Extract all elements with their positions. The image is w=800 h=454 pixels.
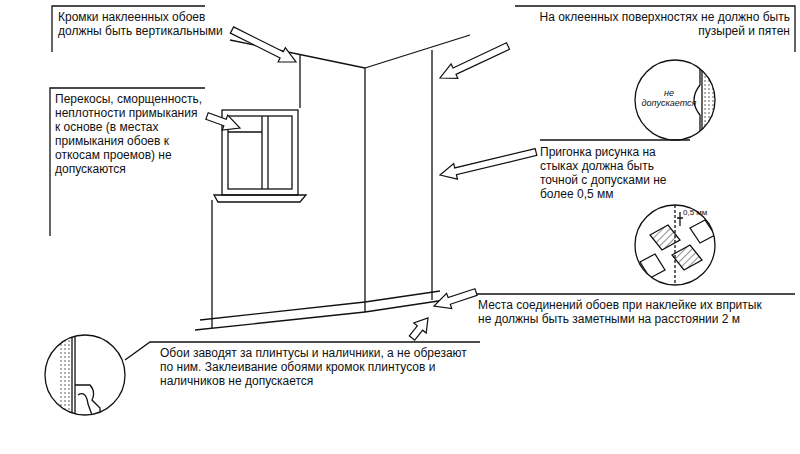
callout-note: Перекосы, сморщенность, неплотности прим…	[55, 92, 205, 176]
callout-arrow	[440, 43, 510, 79]
callout-arrow	[434, 289, 477, 309]
callout-note: Кромки наклеенных обоев должны быть верт…	[58, 10, 228, 38]
inset-label: не допускается	[641, 88, 697, 108]
callout-note: Пригонка рисунка на стыках должна быть т…	[540, 145, 672, 201]
callout-note: Обои заводят за плинтусы и наличники, а …	[160, 346, 478, 388]
dimension-label: 0,5 мм	[683, 208, 713, 217]
callout-note: Места соединений обоев при наклейке их в…	[478, 298, 778, 326]
callout-arrow	[409, 318, 428, 340]
callout-arrow	[440, 149, 537, 180]
callout-note: На оклеенных поверхностях не должно быть…	[520, 10, 790, 38]
callout-arrow	[230, 27, 296, 62]
callout-arrow	[206, 113, 240, 130]
